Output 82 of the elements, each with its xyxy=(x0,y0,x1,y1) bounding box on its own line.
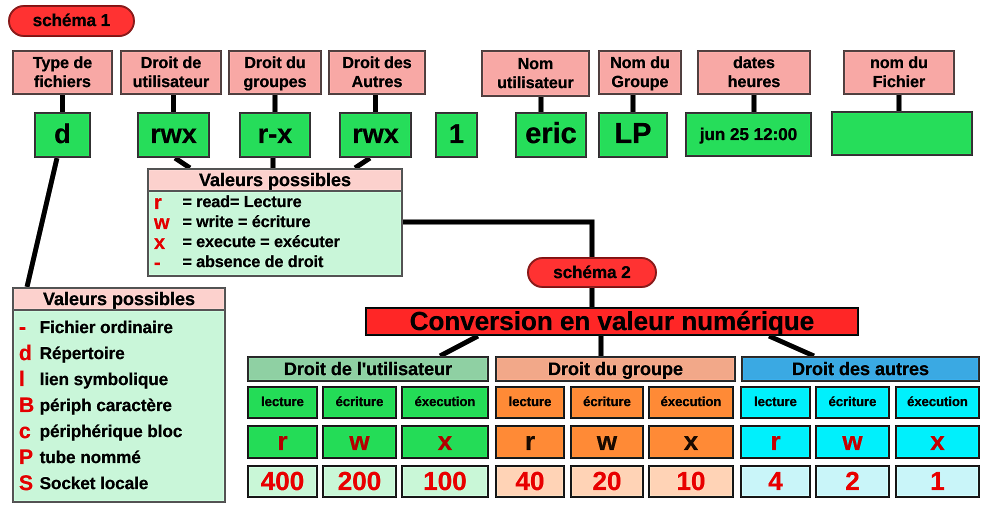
permission-letter: x xyxy=(895,425,980,459)
permission-name: lecture xyxy=(495,386,565,419)
value-definition: - Fichier ordinaire xyxy=(18,315,174,341)
values-panel xyxy=(147,168,403,277)
octal-value: 400 xyxy=(247,465,318,498)
connector-line xyxy=(24,157,60,288)
permission-letter: r xyxy=(495,425,565,459)
field-header: Droit du groupes xyxy=(228,50,322,95)
permission-letter: w xyxy=(570,425,644,459)
section-tag: schéma 1 xyxy=(8,5,135,37)
permission-name: éxecution xyxy=(895,386,980,419)
column-group-header: Droit des autres xyxy=(741,356,980,382)
permission-name: éxecution xyxy=(648,386,734,419)
value-definition: d Répertoire xyxy=(18,341,126,367)
connector-line xyxy=(752,95,756,112)
octal-value: 2 xyxy=(815,465,890,498)
conversion-banner: Conversion en valeur numérique xyxy=(365,307,859,336)
value-definition: S Socket locale xyxy=(18,471,150,497)
field-header: Droit des Autres xyxy=(328,50,426,95)
octal-value: 40 xyxy=(495,465,565,498)
permission-letter: w xyxy=(815,425,890,459)
connector-line xyxy=(272,95,278,112)
connector-line xyxy=(270,158,276,168)
value-definition: x = execute = exécuter xyxy=(153,233,341,253)
field-value: 1 xyxy=(435,112,478,158)
field-value: rwx xyxy=(339,112,412,158)
field-header: Nom utilisateur xyxy=(481,50,590,97)
field-value: r-x xyxy=(239,112,311,158)
connector-line xyxy=(354,156,372,170)
octal-value: 100 xyxy=(401,465,489,498)
connector-line xyxy=(403,220,594,257)
permission-name: lecture xyxy=(247,386,318,419)
permission-letter: r xyxy=(247,425,318,459)
value-definition: w = write = écriture xyxy=(153,213,312,233)
octal-value: 200 xyxy=(322,465,397,498)
connector-line xyxy=(590,288,594,307)
permission-letter: r xyxy=(740,425,811,459)
connector-line xyxy=(896,95,902,111)
connector-line xyxy=(538,97,544,112)
connector-line xyxy=(768,334,816,358)
field-header: Droit de utilisateur xyxy=(120,50,222,95)
field-header: Nom du Groupe xyxy=(598,50,682,95)
octal-value: 20 xyxy=(570,465,644,498)
column-group-header: Droit de l'utilisateur xyxy=(247,356,489,382)
value-definition: - = absence de droit xyxy=(153,253,324,273)
panel-heading: Valeurs possibles xyxy=(14,289,224,311)
connector-line xyxy=(171,95,176,112)
permission-letter: w xyxy=(322,425,397,459)
column-group-header: Droit du groupe xyxy=(495,356,736,382)
permission-letter: x xyxy=(401,425,489,459)
field-header: nom du Fichier xyxy=(843,50,955,95)
value-definition: l lien symbolique xyxy=(18,367,170,393)
value-definition: B périph caractère xyxy=(18,393,174,419)
connector-line xyxy=(598,336,604,356)
panel-heading: Valeurs possibles xyxy=(149,170,401,192)
connector-line xyxy=(373,95,378,112)
connector-line xyxy=(174,156,192,170)
empty-value-box xyxy=(831,111,973,156)
connector-line xyxy=(630,95,636,112)
permission-name: éxecution xyxy=(401,386,489,419)
connector-line xyxy=(438,334,480,358)
octal-value: 1 xyxy=(895,465,980,498)
section-tag: schéma 2 xyxy=(527,257,657,288)
field-header: dates heures xyxy=(697,50,811,95)
permission-letter: x xyxy=(648,425,734,459)
field-header: Type de fichiers xyxy=(12,50,113,95)
octal-value: 4 xyxy=(740,465,811,498)
permission-name: écriture xyxy=(322,386,397,419)
field-value: LP xyxy=(598,112,668,158)
value-definition: c périphérique bloc xyxy=(18,419,184,445)
field-value: jun 25 12:00 xyxy=(685,112,812,157)
value-definition: P tube nommé xyxy=(18,445,142,471)
value-definition: r = read= Lecture xyxy=(153,193,303,213)
permission-name: écriture xyxy=(815,386,890,419)
permission-name: écriture xyxy=(570,386,644,419)
permission-name: lecture xyxy=(740,386,811,419)
octal-value: 10 xyxy=(648,465,734,498)
connector-line xyxy=(60,95,65,112)
field-value: eric xyxy=(515,112,587,158)
field-value: d xyxy=(34,112,91,158)
values-panel xyxy=(12,287,226,503)
field-value: rwx xyxy=(137,112,210,158)
